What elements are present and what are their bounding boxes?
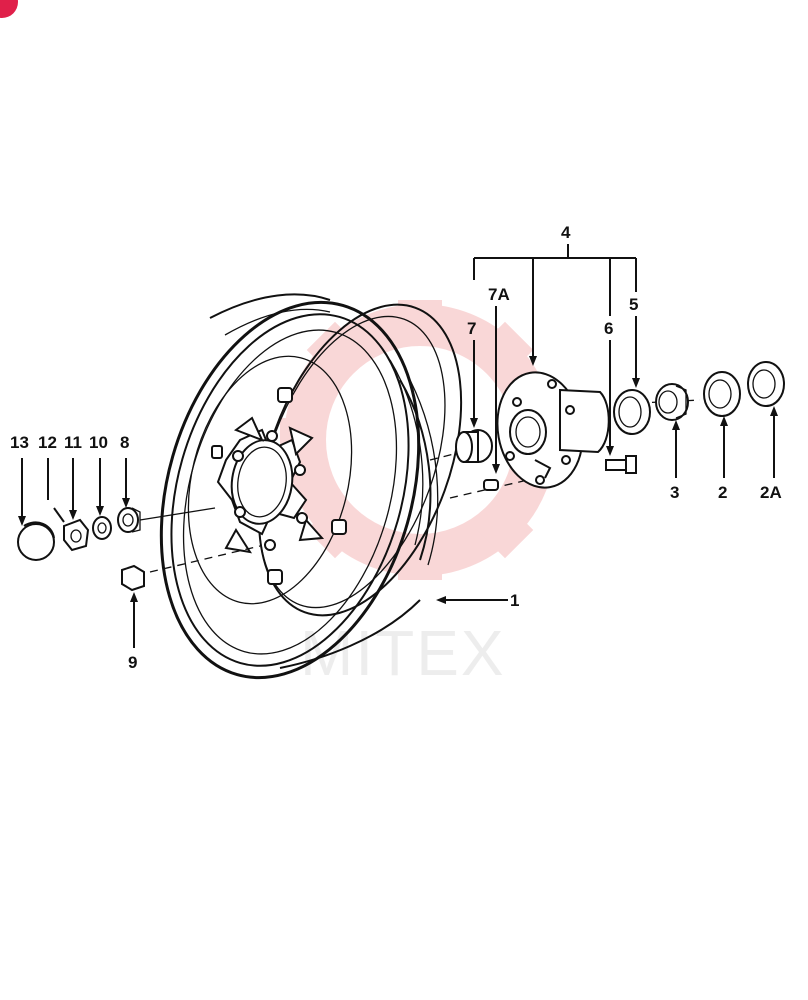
wheel-bolt (605, 455, 637, 474)
callout-11: 11 (64, 433, 82, 452)
hub-seal (703, 371, 741, 417)
callout-3: 3 (670, 483, 679, 502)
callout-12: 12 (38, 433, 57, 452)
grease-nipple (483, 479, 499, 491)
hub (496, 371, 610, 489)
wheel-nut (121, 564, 145, 592)
cotter-pin (53, 507, 65, 523)
watermark: MITEX (280, 300, 560, 689)
callout-6: 6 (604, 319, 613, 338)
outer-bearing-cone (117, 507, 141, 533)
callout-13: 13 (10, 433, 29, 452)
hub-seal-alt (747, 361, 785, 407)
axle-centerline (139, 507, 216, 521)
callout-4: 4 (561, 223, 571, 242)
callout-7: 7 (467, 319, 476, 338)
wheel-rim (159, 293, 463, 680)
outer-bearing-cup (613, 389, 651, 435)
callout-9: 9 (128, 653, 137, 672)
leader-lines (18, 244, 778, 648)
bearing-cone (655, 383, 689, 421)
callout-2: 2 (718, 483, 727, 502)
washer (92, 516, 112, 540)
callout-2a: 2A (760, 483, 782, 502)
inner-bearing-cup (455, 429, 493, 463)
callout-5: 5 (629, 295, 638, 314)
castle-nut (63, 518, 90, 552)
corner-badge (0, 0, 18, 18)
callout-1: 1 (510, 591, 519, 610)
callout-10: 10 (89, 433, 108, 452)
hub-cap (17, 521, 55, 561)
callout-7a: 7A (488, 285, 510, 304)
callout-8: 8 (120, 433, 129, 452)
